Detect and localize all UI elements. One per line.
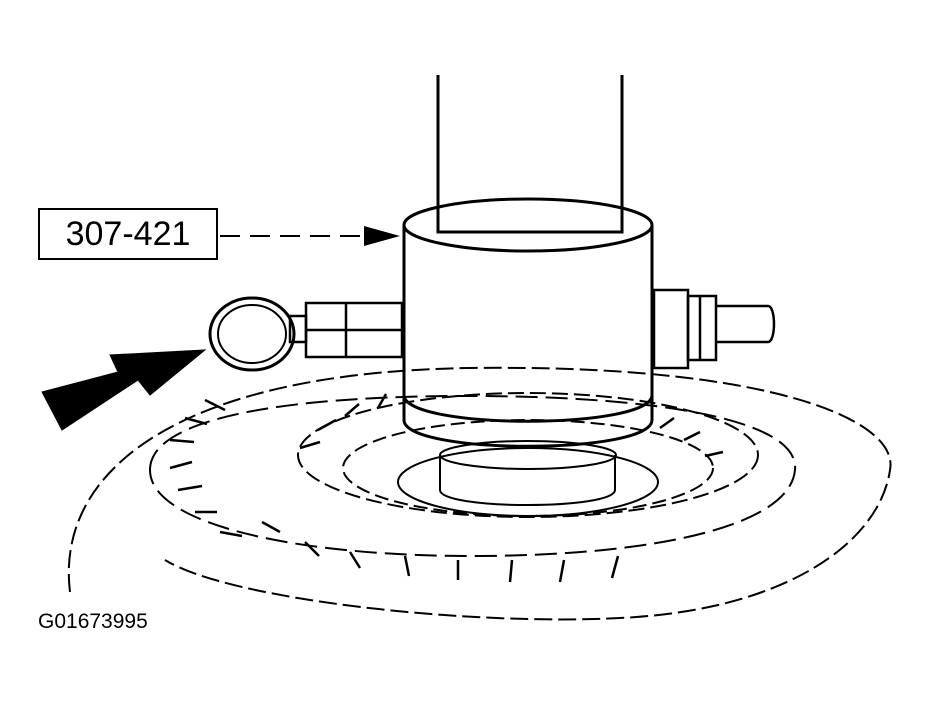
callout-text: 307-421	[65, 214, 191, 253]
left-fitting	[288, 301, 404, 359]
ring-handle	[208, 296, 296, 372]
converter-shaft	[439, 455, 616, 506]
figure-id: G01673995	[38, 610, 148, 633]
tool-cylinder-body	[402, 225, 654, 448]
pointer-arrow	[41, 349, 207, 431]
callout-label: 307-421	[38, 208, 218, 260]
converter-inner-ring	[148, 394, 797, 558]
converter-hub-center	[397, 447, 659, 517]
converter-hub-inner	[342, 419, 714, 517]
tool-cylinder-top	[402, 197, 654, 253]
tool-cylinder-band	[402, 394, 654, 423]
converter-shaft-top	[439, 440, 617, 470]
right-fitting	[652, 288, 776, 370]
converter-outer-edge	[67, 366, 892, 621]
callout-arrowhead	[364, 226, 400, 246]
converter-hub-ring	[297, 392, 759, 518]
converter-slots	[169, 393, 724, 583]
upper-shaft	[436, 75, 624, 234]
